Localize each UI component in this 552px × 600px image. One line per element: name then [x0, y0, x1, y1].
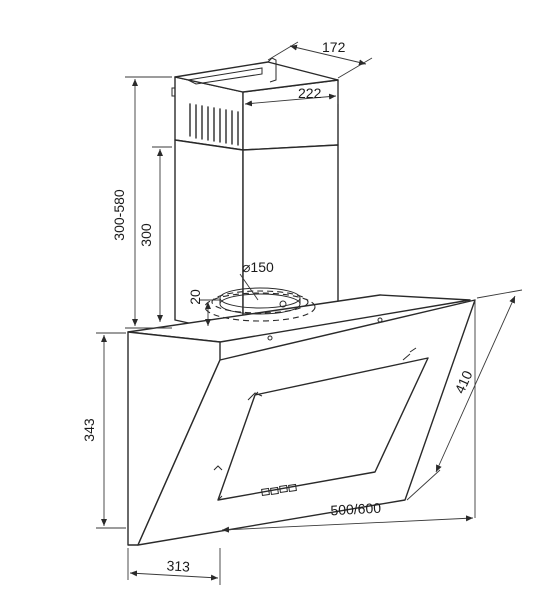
- dim-label-222: 222: [298, 85, 322, 101]
- dim-label-313: 313: [166, 557, 190, 574]
- dim-label-150-diameter: ⌀150: [242, 259, 274, 275]
- dim-label-500-600: 500/600: [330, 500, 382, 519]
- dim-label-300: 300: [138, 223, 154, 247]
- dim-label-300-580: 300-580: [111, 189, 127, 241]
- glass-inner-frame: [217, 357, 429, 501]
- vent-slots: [189, 103, 239, 146]
- control-buttons: [261, 483, 297, 496]
- duct-outlet-hidden: [204, 292, 316, 322]
- dimension-lines: [96, 41, 523, 585]
- dimension-labels: 172 222 300-580 300 ⌀150 20 343 313 500/…: [81, 39, 476, 575]
- dim-label-343: 343: [81, 418, 97, 442]
- dim-label-172: 172: [322, 39, 346, 55]
- hood-body: [127, 287, 476, 546]
- upper-chimney-top: [174, 61, 339, 93]
- dim-label-20: 20: [187, 289, 203, 305]
